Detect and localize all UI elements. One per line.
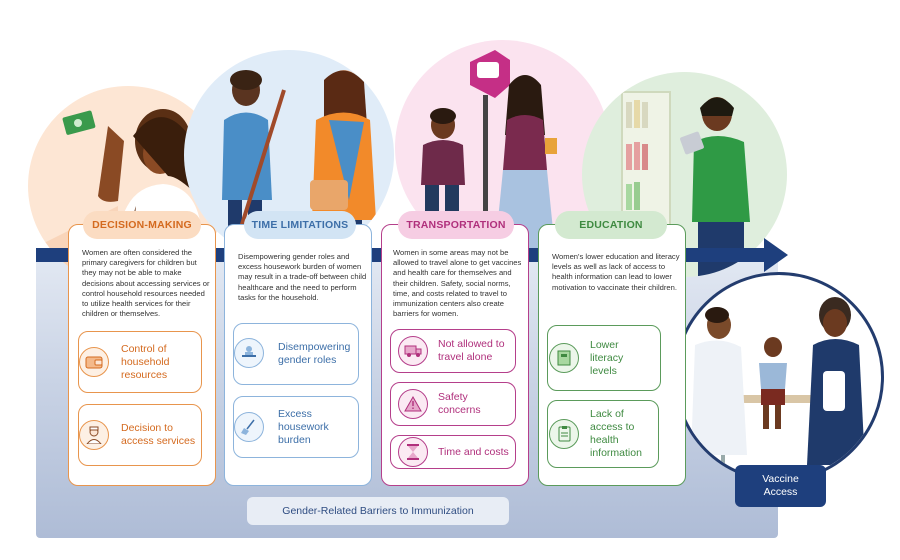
arrow-head-icon xyxy=(764,238,788,272)
description-decision-making: Women are often considered the primary c… xyxy=(82,248,210,319)
barrier-label: Lower literacy levels xyxy=(590,338,624,377)
barrier-label: Excess housework burden xyxy=(278,407,329,446)
description-time-limitations: Disempowering gender roles and excess ho… xyxy=(238,252,367,302)
barrier-label: Lack of access to health information xyxy=(590,408,642,459)
description-education: Women's lower education and literacy lev… xyxy=(552,252,680,292)
hourglass-icon xyxy=(398,437,428,467)
barrier-label: Control of household resources xyxy=(121,342,170,381)
pill-education: EDUCATION xyxy=(555,211,667,239)
barrier-label: Decision to access services xyxy=(121,422,196,447)
illustration-vaccination-clinic xyxy=(674,272,884,482)
barrier-label: Disempowering gender roles xyxy=(278,341,351,366)
pill-transportation: TRANSPORTATION xyxy=(398,211,514,239)
broom-icon xyxy=(234,412,264,442)
barrier-label: Not allowed to travel alone xyxy=(438,338,505,363)
health-worker-icon xyxy=(79,420,109,450)
description-transportation: Women in some areas may not be allowed t… xyxy=(393,248,522,319)
vaccine-access-label: Vaccine Access xyxy=(735,465,826,507)
warning-icon xyxy=(398,389,428,419)
document-icon xyxy=(549,419,579,449)
pill-decision-making: DECISION-MAKING xyxy=(83,211,201,239)
barrier-label: Safety concerns xyxy=(438,391,481,416)
wallet-icon xyxy=(79,347,109,377)
vaccine-access-line1: Vaccine xyxy=(762,473,799,485)
vaccine-access-line2: Access xyxy=(763,486,798,498)
person-at-desk-icon xyxy=(234,338,264,368)
pill-time-limitations: TIME LIMITATIONS xyxy=(244,211,356,239)
barrier-label: Time and costs xyxy=(438,445,509,458)
book-icon xyxy=(549,343,579,373)
infographic-title: Gender-Related Barriers to Immunization xyxy=(247,497,509,525)
barrier-excess-housework-burden: Excess housework burden xyxy=(233,396,359,458)
truck-icon xyxy=(398,336,428,366)
